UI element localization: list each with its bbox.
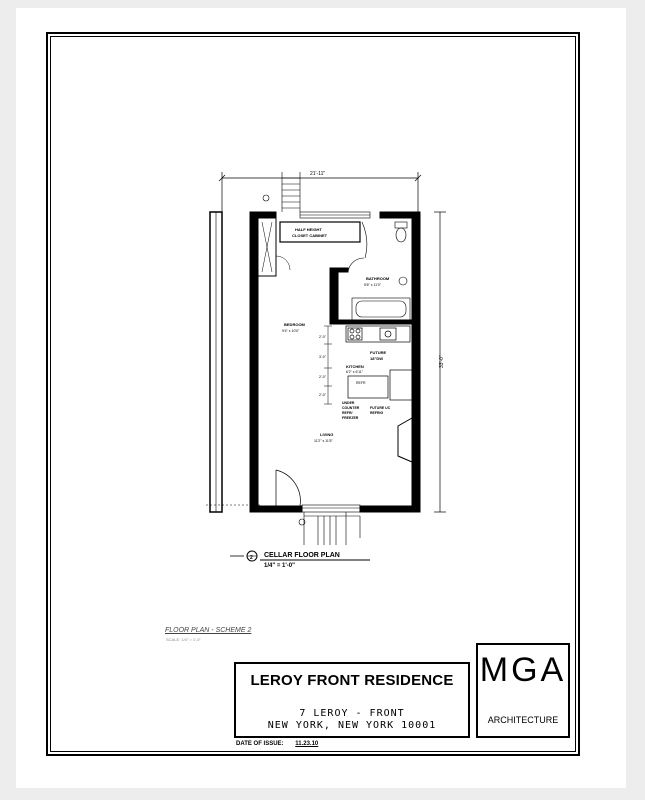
bathroom-label: BATHROOM [366, 276, 390, 281]
living-size: 11'2" x 11'5" [314, 439, 333, 443]
under-counter-4: FREEZER [342, 416, 359, 420]
bathtub-icon [351, 297, 411, 321]
kitchen-dim-d: 2'-0" [319, 393, 327, 397]
future-uc-1: FUTURE UC [370, 406, 391, 410]
title-block: LEROY FRONT RESIDENCE 7 LEROY - FRONT NE… [234, 662, 470, 738]
width-dimension [218, 172, 422, 212]
firm-logo: MGA ARCHITECTURE [476, 643, 570, 738]
firm-name: ARCHITECTURE [487, 715, 559, 725]
bathroom-size: 5'6" x 11'0" [364, 283, 382, 287]
logo-mark: MGA [479, 651, 567, 689]
plan-scale: 1/4" = 1'-0" [264, 563, 295, 569]
window-top [299, 211, 371, 219]
plan-title-callout [230, 550, 370, 562]
address-line-1: 7 LEROY - FRONT [299, 708, 405, 719]
left-closet [257, 217, 291, 277]
issue-date: 11.23.10 [295, 741, 319, 747]
refr-label: REFR [356, 381, 366, 385]
stair-top [281, 172, 301, 212]
length-dimension [434, 211, 446, 513]
sink-icon [398, 276, 408, 286]
stair-bottom [303, 512, 361, 545]
future-dw-label-1: FUTURE [370, 350, 387, 355]
address-line-2: NEW YORK, NEW YORK 10001 [267, 720, 437, 731]
width-dimension-label: 21'-11" [310, 171, 325, 177]
kitchen-dim-b: 3'-0" [319, 355, 327, 359]
up-arrow-icon [262, 194, 270, 202]
under-counter-3: REFR/ [342, 411, 353, 415]
sheet-border-inner [50, 36, 576, 752]
under-counter-1: UNDER [342, 401, 355, 405]
detail-number: 2 [250, 555, 253, 561]
window-bottom [301, 504, 361, 513]
kitchen-size: 6'2" x 6'11" [346, 370, 364, 374]
plan-title: CELLAR FLOOR PLAN [264, 552, 340, 559]
length-dimension-label: 33'-0" [439, 355, 445, 368]
kitchen-dim-c: 2'-0" [319, 375, 327, 379]
date-of-issue: DATE OF ISSUE: 11.23.10 [236, 741, 328, 747]
living-label: LIVING [320, 432, 333, 437]
kitchen-label: KITCHEN [346, 364, 364, 369]
kitchen-dimension-string [324, 325, 332, 405]
bedroom-size: 9'4" x 10'0" [282, 329, 300, 333]
closet-label-1: HALF HEIGHT [295, 227, 322, 232]
bathroom-walls [329, 267, 413, 325]
toilet-icon [394, 221, 408, 243]
drawing-sheet [16, 8, 626, 788]
scheme-scale: SCALE: 1/4" = 1'-0" [166, 637, 201, 642]
half-height-closet [279, 221, 368, 259]
future-dw-label-2: 18"DW [370, 356, 383, 361]
future-uc-2: REFRIG [370, 411, 384, 415]
sheet-border [46, 32, 580, 756]
issue-label: DATE OF ISSUE: [236, 741, 284, 747]
scheme-label: FLOOR PLAN - SCHEME 2 [165, 627, 252, 634]
entry-door [275, 469, 301, 507]
fireplace-icon [397, 417, 413, 463]
down-arrow-icon [298, 518, 306, 526]
bathroom-door-swing [347, 257, 365, 273]
project-name: LEROY FRONT RESIDENCE [250, 672, 454, 689]
kitchen-island [347, 369, 413, 401]
kitchen-dim-a: 2'-0" [319, 335, 327, 339]
bedroom-label: BEDROOM [284, 322, 306, 327]
under-counter-2: COUNTER [342, 406, 360, 410]
kitchen-counter [345, 325, 411, 343]
closet-label-2: CLOSET CABINET [292, 233, 328, 238]
